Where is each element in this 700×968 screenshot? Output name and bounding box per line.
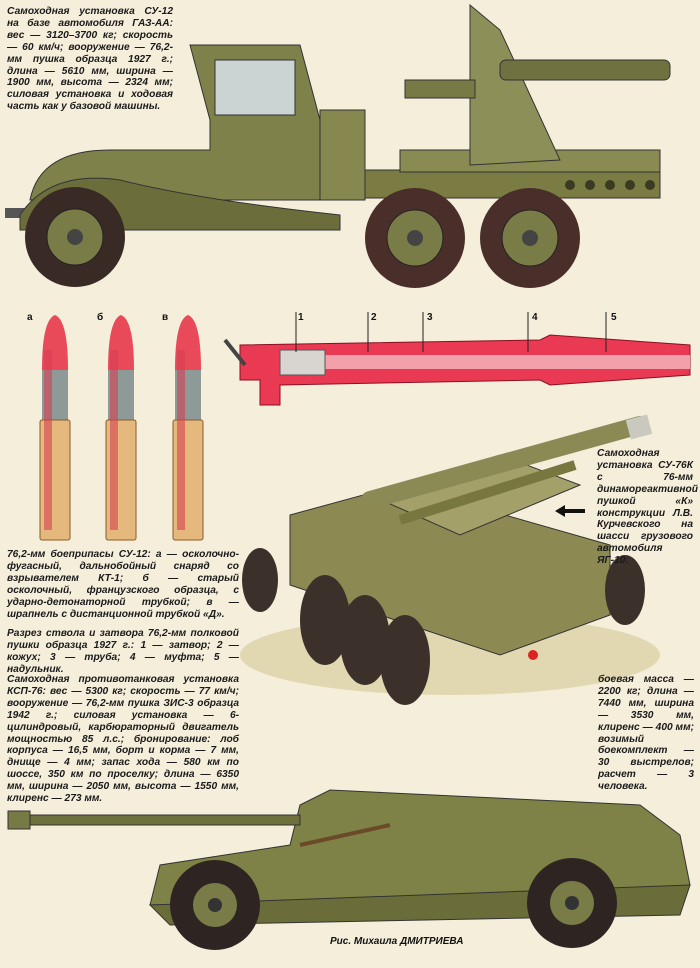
- su76k-caption-top: Самоходная установка СУ-76К с 76-мм дина…: [597, 448, 698, 567]
- barrel-section-illustration: [223, 312, 691, 406]
- barrel-label-4: 4: [532, 312, 538, 323]
- ksp76-caption: Самоходная противотанковая установка КСП…: [7, 674, 239, 805]
- barrel-label-3: 3: [427, 312, 433, 323]
- barrel-caption: Разрез ствола и затвора 76,2-мм полковой…: [7, 628, 239, 675]
- ksp76-illustration: [7, 789, 691, 950]
- su76k-illustration: [240, 414, 660, 705]
- su76k-caption-bottom: боевая масса — 2200 кг; длина — 7440 мм,…: [598, 674, 694, 793]
- ammo-caption: 76,2-мм боеприпасы СУ-12: а — осколочно-…: [7, 549, 239, 620]
- illustration-credit: Рис. Михаила ДМИТРИЕВА: [330, 936, 464, 947]
- shell-label-v: в: [162, 312, 169, 323]
- shell-label-b: б: [97, 312, 104, 323]
- shell-label-a: а: [27, 312, 33, 323]
- barrel-label-5: 5: [611, 312, 617, 323]
- arrow-icon: [555, 505, 585, 517]
- ammunition-illustration: [39, 315, 204, 541]
- su12-truck-illustration: [5, 3, 671, 288]
- shell-v: [172, 315, 204, 541]
- shell-a: [39, 315, 71, 541]
- su12-caption: Самоходная установка СУ-12 на базе автом…: [7, 6, 173, 113]
- shell-b: [105, 315, 137, 541]
- wheel: [25, 187, 125, 287]
- barrel-label-2: 2: [371, 312, 377, 323]
- barrel-label-1: 1: [298, 312, 304, 323]
